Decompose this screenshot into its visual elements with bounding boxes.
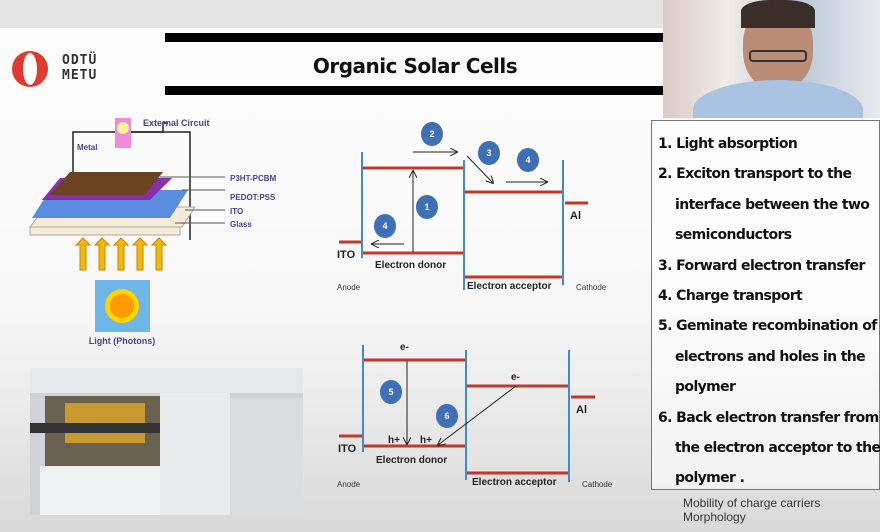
label-donor-bottom: Electron donor (376, 455, 447, 466)
webcam-video (663, 0, 880, 118)
step-6-marker: 6 (444, 411, 449, 421)
list-item: 6. Back electron transfer from (658, 409, 879, 426)
list-item-continued: the electron acceptor to the (675, 440, 880, 457)
label-p3ht-pcbm: P3HT-PCBM (230, 174, 277, 183)
steps-list: 1. Light absorption 2. Exciton transport… (651, 120, 880, 490)
title-bar-top (165, 33, 665, 42)
slide-title: Organic Solar Cells (312, 54, 518, 78)
list-item: 5. Geminate recombination of (658, 318, 877, 335)
label-hole-2: h+ (420, 435, 432, 446)
label-donor-top: Electron donor (375, 260, 446, 271)
list-item-continued: polymer . (675, 470, 745, 487)
list-item-continued: electrons and holes in the (675, 348, 866, 365)
title-bar-bottom (165, 86, 665, 95)
note-morphology: Morphology (683, 510, 746, 524)
device-illustration: External Circuit Metal P3HT-PCBM PEDOT:P… (29, 118, 277, 346)
label-ito-bottom: ITO (338, 443, 357, 455)
step-4-marker: 4 (525, 155, 530, 165)
logo-metu: METU (62, 68, 98, 83)
label-cathode-top: Cathode (576, 283, 607, 292)
label-pedot-pss: PEDOT:PSS (230, 193, 276, 202)
list-item: 1. Light absorption (658, 136, 798, 152)
step-2-marker: 2 (429, 129, 434, 139)
label-hole-1: h+ (388, 435, 400, 446)
metu-logo-icon (12, 51, 48, 87)
light-arrows-icon (74, 237, 168, 271)
label-al-bottom: Al (576, 404, 587, 416)
label-metal: Metal (77, 143, 97, 152)
label-ito-top: ITO (337, 249, 356, 261)
list-item: 3. Forward electron transfer (658, 257, 865, 274)
label-acceptor-top: Electron acceptor (467, 281, 552, 292)
list-item-continued: interface between the two (675, 196, 870, 213)
label-anode-bottom: Anode (337, 480, 361, 489)
label-electron-donor-lumo: e- (400, 342, 409, 353)
step-5-marker: 5 (388, 387, 393, 397)
label-acceptor-bottom: Electron acceptor (472, 477, 557, 488)
list-item-continued: semiconductors (675, 227, 792, 244)
label-electron-acceptor-lumo: e- (511, 372, 520, 383)
label-glass: Glass (230, 220, 252, 229)
label-anode-top: Anode (337, 283, 361, 292)
step-3-marker: 3 (486, 148, 491, 158)
label-external-circuit: External Circuit (143, 118, 210, 128)
glovebox-photo (30, 368, 303, 515)
step-1-marker: 1 (424, 202, 429, 212)
label-light: Light (Photons) (89, 336, 155, 346)
step-4b-marker: 4 (382, 221, 387, 231)
label-cathode-bottom: Cathode (582, 480, 613, 489)
note-mobility: Mobility of charge carriers (683, 496, 821, 510)
logo-odtu: ODTÜ (62, 53, 98, 68)
label-ito: ITO (230, 207, 243, 216)
list-item: 4. Charge transport (658, 288, 803, 305)
list-item: 2. Exciton transport to the (658, 166, 852, 183)
label-al-top: Al (570, 210, 581, 222)
list-item-continued: polymer (675, 379, 736, 396)
